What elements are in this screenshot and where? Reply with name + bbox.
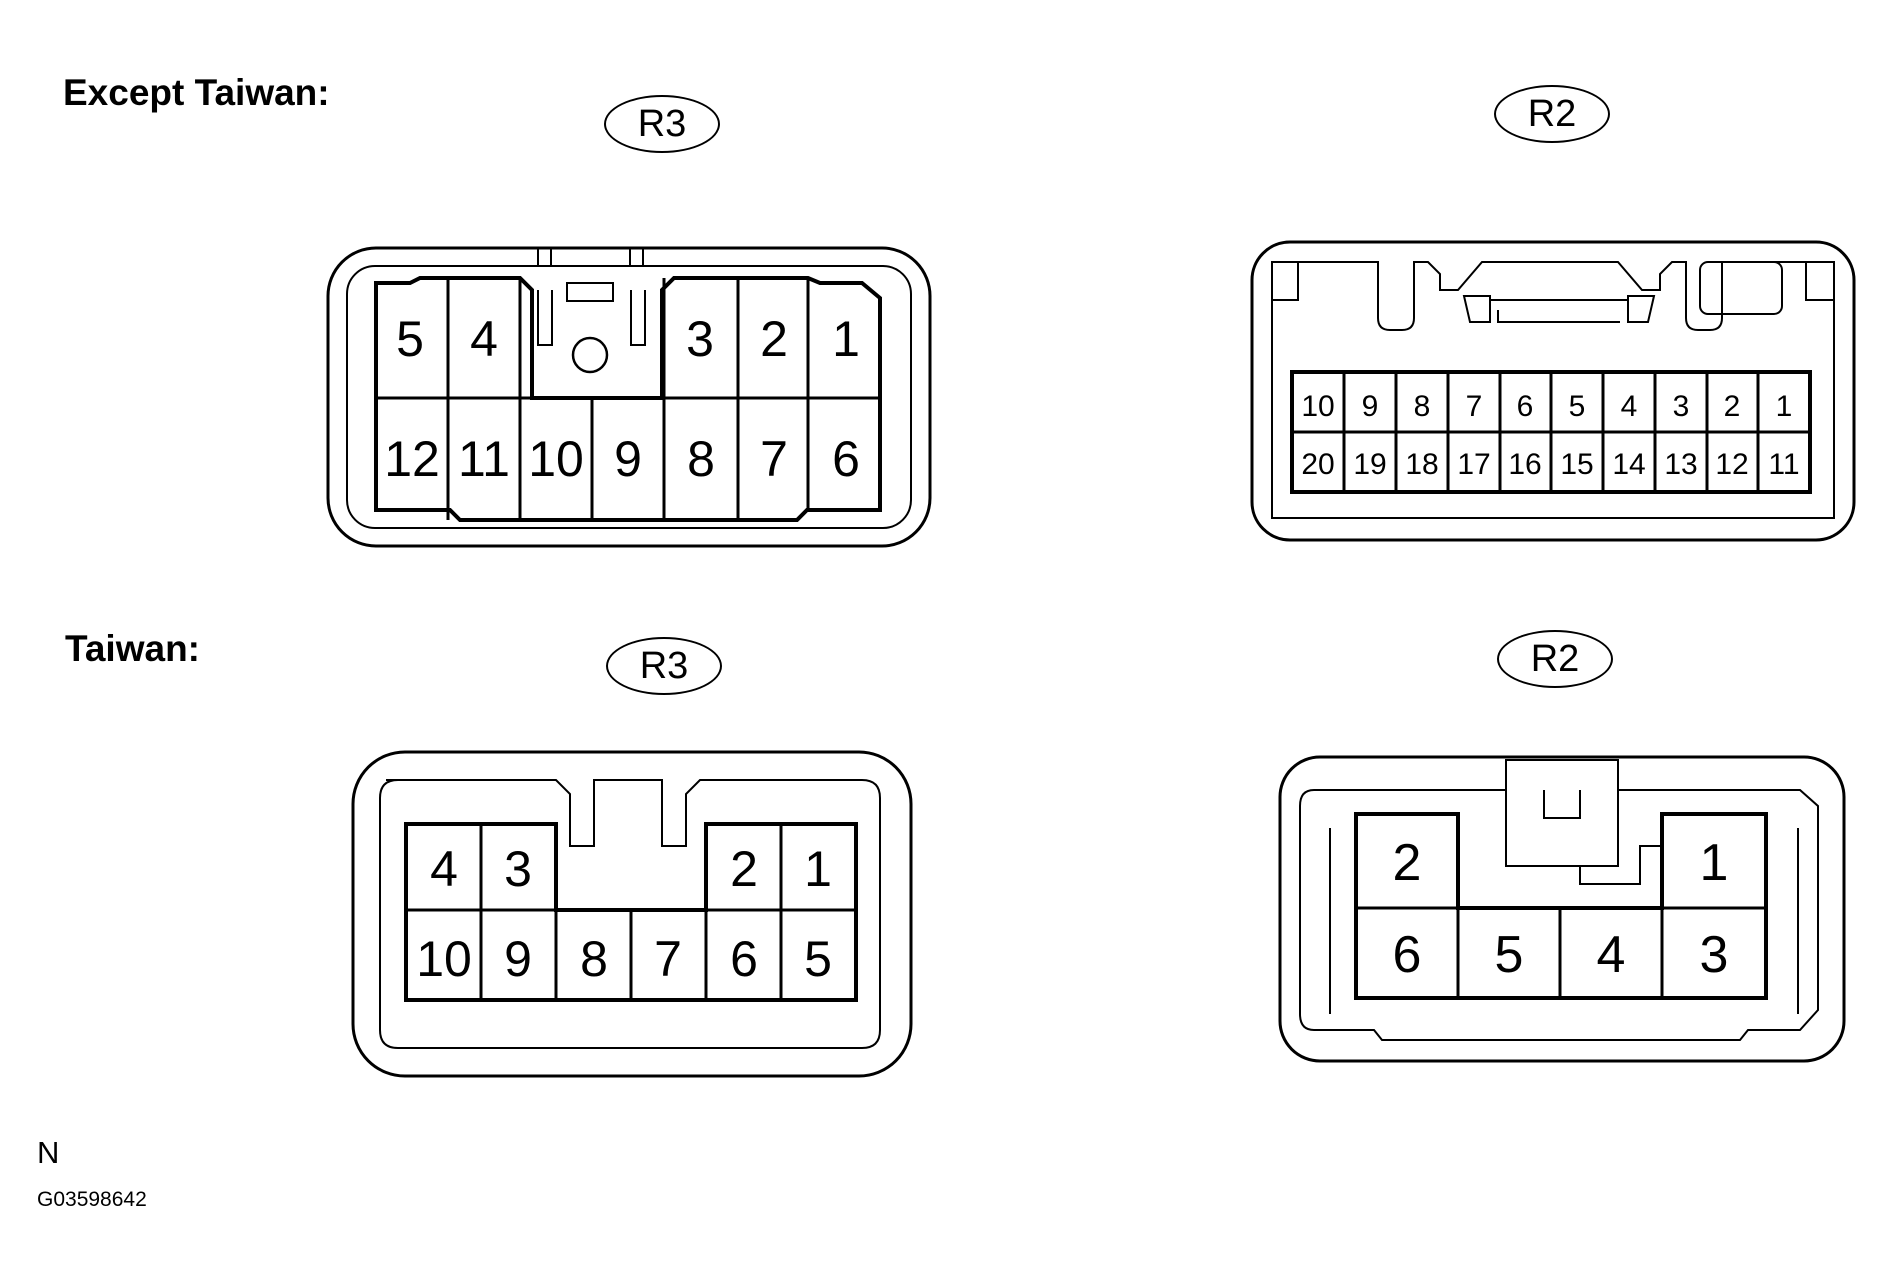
figure-code: G03598642: [37, 1188, 147, 1211]
pin-label: 4: [430, 841, 458, 897]
pin-label: 5: [396, 311, 424, 367]
pin-label: 17: [1457, 448, 1490, 481]
pin-label: 9: [1362, 390, 1379, 423]
pin-label: 6: [832, 431, 860, 487]
pin-label: 18: [1405, 448, 1438, 481]
pin-label: 11: [1768, 448, 1799, 481]
pin-label: 8: [580, 931, 608, 987]
pin-label: 1: [832, 311, 860, 367]
pin-label: 19: [1353, 448, 1386, 481]
pin-label: 5: [1569, 390, 1586, 423]
pin-label: 4: [1621, 390, 1638, 423]
pin-label: 11: [458, 431, 510, 487]
connector-taiwan-r2: 2 1 6 5 4 3: [1278, 755, 1846, 1063]
section-title-taiwan: Taiwan:: [65, 628, 200, 669]
pin-label: 6: [1517, 390, 1534, 423]
connector-except-r2: 10 9 8 7 6 5 4 3 2 1 20 19 18 17 16 15 1…: [1250, 240, 1856, 542]
pin-label: 6: [730, 931, 758, 987]
pin-label: 10: [416, 931, 472, 987]
connector-tag-except-r3: R3: [604, 95, 720, 153]
section-title-except-taiwan: Except Taiwan:: [63, 72, 330, 113]
pin-label: 10: [1301, 390, 1334, 423]
pin-label: 3: [1673, 390, 1690, 423]
connector-tag-taiwan-r2: R2: [1497, 630, 1613, 688]
pin-label: 7: [760, 431, 788, 487]
pin-label: 1: [1700, 834, 1729, 892]
pin-label: 14: [1612, 448, 1645, 481]
footer-letter: N: [37, 1135, 60, 1170]
pin-label: 3: [686, 311, 714, 367]
pin-label: 15: [1560, 448, 1593, 481]
pin-label: 3: [504, 841, 532, 897]
pin-label: 20: [1301, 448, 1334, 481]
pin-label: 10: [528, 431, 584, 487]
pin-label: 3: [1700, 926, 1729, 984]
pin-label: 1: [804, 841, 832, 897]
pin-label: 2: [730, 841, 758, 897]
pin-label: 5: [804, 931, 832, 987]
pin-label: 9: [504, 931, 532, 987]
connector-except-r3: 5 4 3 2 1 12 11 10 9 8 7 6: [326, 246, 932, 548]
connector-tag-except-r2: R2: [1494, 85, 1610, 143]
pin-label: 7: [654, 931, 682, 987]
pin-label: 7: [1466, 390, 1483, 423]
connector-tag-taiwan-r3: R3: [606, 637, 722, 695]
pin-label: 1: [1776, 390, 1793, 423]
pin-label: 6: [1393, 926, 1422, 984]
pin-label: 4: [1597, 926, 1626, 984]
pin-label: 8: [1414, 390, 1431, 423]
pin-label: 12: [384, 431, 440, 487]
pin-label: 16: [1508, 448, 1541, 481]
pin-label: 9: [614, 431, 642, 487]
pin-label: 2: [1393, 834, 1422, 892]
pin-label: 2: [760, 311, 788, 367]
pin-label: 12: [1715, 448, 1748, 481]
pin-label: 8: [687, 431, 715, 487]
pin-label: 13: [1664, 448, 1697, 481]
pin-label: 4: [470, 311, 498, 367]
pin-label: 5: [1495, 926, 1524, 984]
pin-label: 2: [1724, 390, 1741, 423]
connector-taiwan-r3: 4 3 2 1 10 9 8 7 6 5: [351, 750, 913, 1078]
